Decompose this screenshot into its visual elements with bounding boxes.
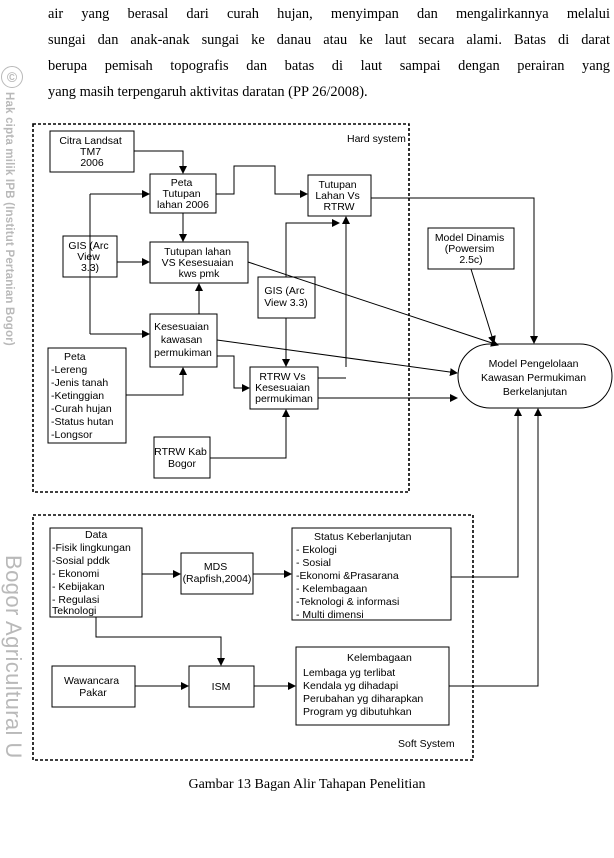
watermark-rights-text: Hak cipta milik IPB (Institut Pertanian … bbox=[3, 92, 15, 346]
paragraph-line: air yang berasal dari curah hujan, menyi… bbox=[48, 6, 610, 22]
rtrw-kesesuaian-box bbox=[249, 366, 319, 410]
rtrw-kesesuaian-text: RTRW Vs Kesesuaian permukiman bbox=[255, 371, 313, 405]
ism-text: ISM bbox=[212, 681, 231, 693]
peta-criteria-box bbox=[47, 347, 127, 444]
soft-system-border bbox=[32, 514, 474, 761]
gis-mid-text: GIS (Arc View 3.3) bbox=[264, 285, 308, 309]
rtrw-kab-box bbox=[153, 436, 211, 479]
wawancara-box bbox=[51, 665, 136, 708]
body-paragraph: air yang berasal dari curah hujan, menyi… bbox=[48, 1, 610, 105]
mds-box bbox=[180, 552, 254, 595]
tutupan-rtrw-text: Tutupan Lahan Vs RTRW bbox=[315, 179, 362, 213]
figure-caption: Gambar 13 Bagan Alir Tahapan Penelitian bbox=[188, 777, 426, 792]
paragraph-line: sungai dan anak-anak sungai ke danau ata… bbox=[48, 32, 610, 48]
model-dinamis-box bbox=[427, 227, 515, 270]
ipb-watermark: © Hak cipta milik IPB (Institut Pertania… bbox=[1, 0, 26, 858]
tutupan-kesesuaian-box bbox=[149, 241, 249, 284]
model-pengelolaan-text: Model Pengelolaan Kawasan Permukiman Ber… bbox=[481, 358, 589, 398]
paragraph-line: yang masih terpengaruh aktivitas daratan… bbox=[48, 84, 368, 100]
kesesuaian-box bbox=[149, 313, 218, 368]
hard-system-label: Hard system bbox=[347, 133, 406, 145]
ism-box bbox=[188, 665, 255, 708]
rtrw-kab-text: RTRW Kab Bogor bbox=[154, 446, 210, 470]
gis-left-text: GIS (Arc View 3.3) bbox=[68, 240, 111, 274]
peta-tutupan-text: Peta Tutupan lahan 2006 bbox=[157, 177, 209, 211]
mds-text: MDS (Rapfish,2004) bbox=[183, 561, 252, 585]
citra-landsat-box bbox=[49, 130, 135, 173]
soft-system-label: Soft System bbox=[398, 738, 455, 750]
wawancara-text: Wawancara Pakar bbox=[64, 675, 122, 699]
paragraph-line: berupa pemisah topografis dan batas di l… bbox=[48, 58, 610, 74]
kelembagaan-box bbox=[295, 646, 450, 726]
status-list-text: Status Keberlanjutan - Ekologi - Sosial … bbox=[296, 531, 414, 621]
model-dinamis-text: Model Dinamis (Powersim 2.5c) bbox=[435, 232, 507, 266]
watermark-university-text: Bogor Agricultural U bbox=[1, 555, 26, 759]
hard-system-border bbox=[32, 123, 410, 493]
tutupan-kesesuaian-text: Tutupan lahan VS Kesesuaian kws pmk bbox=[162, 246, 237, 280]
peta-criteria-text: Peta -Lereng -Jenis tanah -Ketinggian -C… bbox=[51, 351, 116, 441]
flow-connectors bbox=[89, 150, 542, 690]
citra-landsat-text: Citra Landsat TM7 2006 bbox=[59, 135, 124, 169]
kesesuaian-text: Kesesuaian kawasan permukiman bbox=[154, 321, 212, 359]
status-keberlanjutan-box bbox=[291, 527, 452, 621]
data-list-text: Data -Fisik lingkungan -Sosial pddk - Ek… bbox=[52, 529, 134, 617]
kelembagaan-text: Kelembagaan Lembaga yg terlibat Kendala … bbox=[303, 652, 426, 718]
copyright-icon: © bbox=[1, 66, 23, 88]
tutupan-rtrw-box bbox=[307, 174, 372, 217]
